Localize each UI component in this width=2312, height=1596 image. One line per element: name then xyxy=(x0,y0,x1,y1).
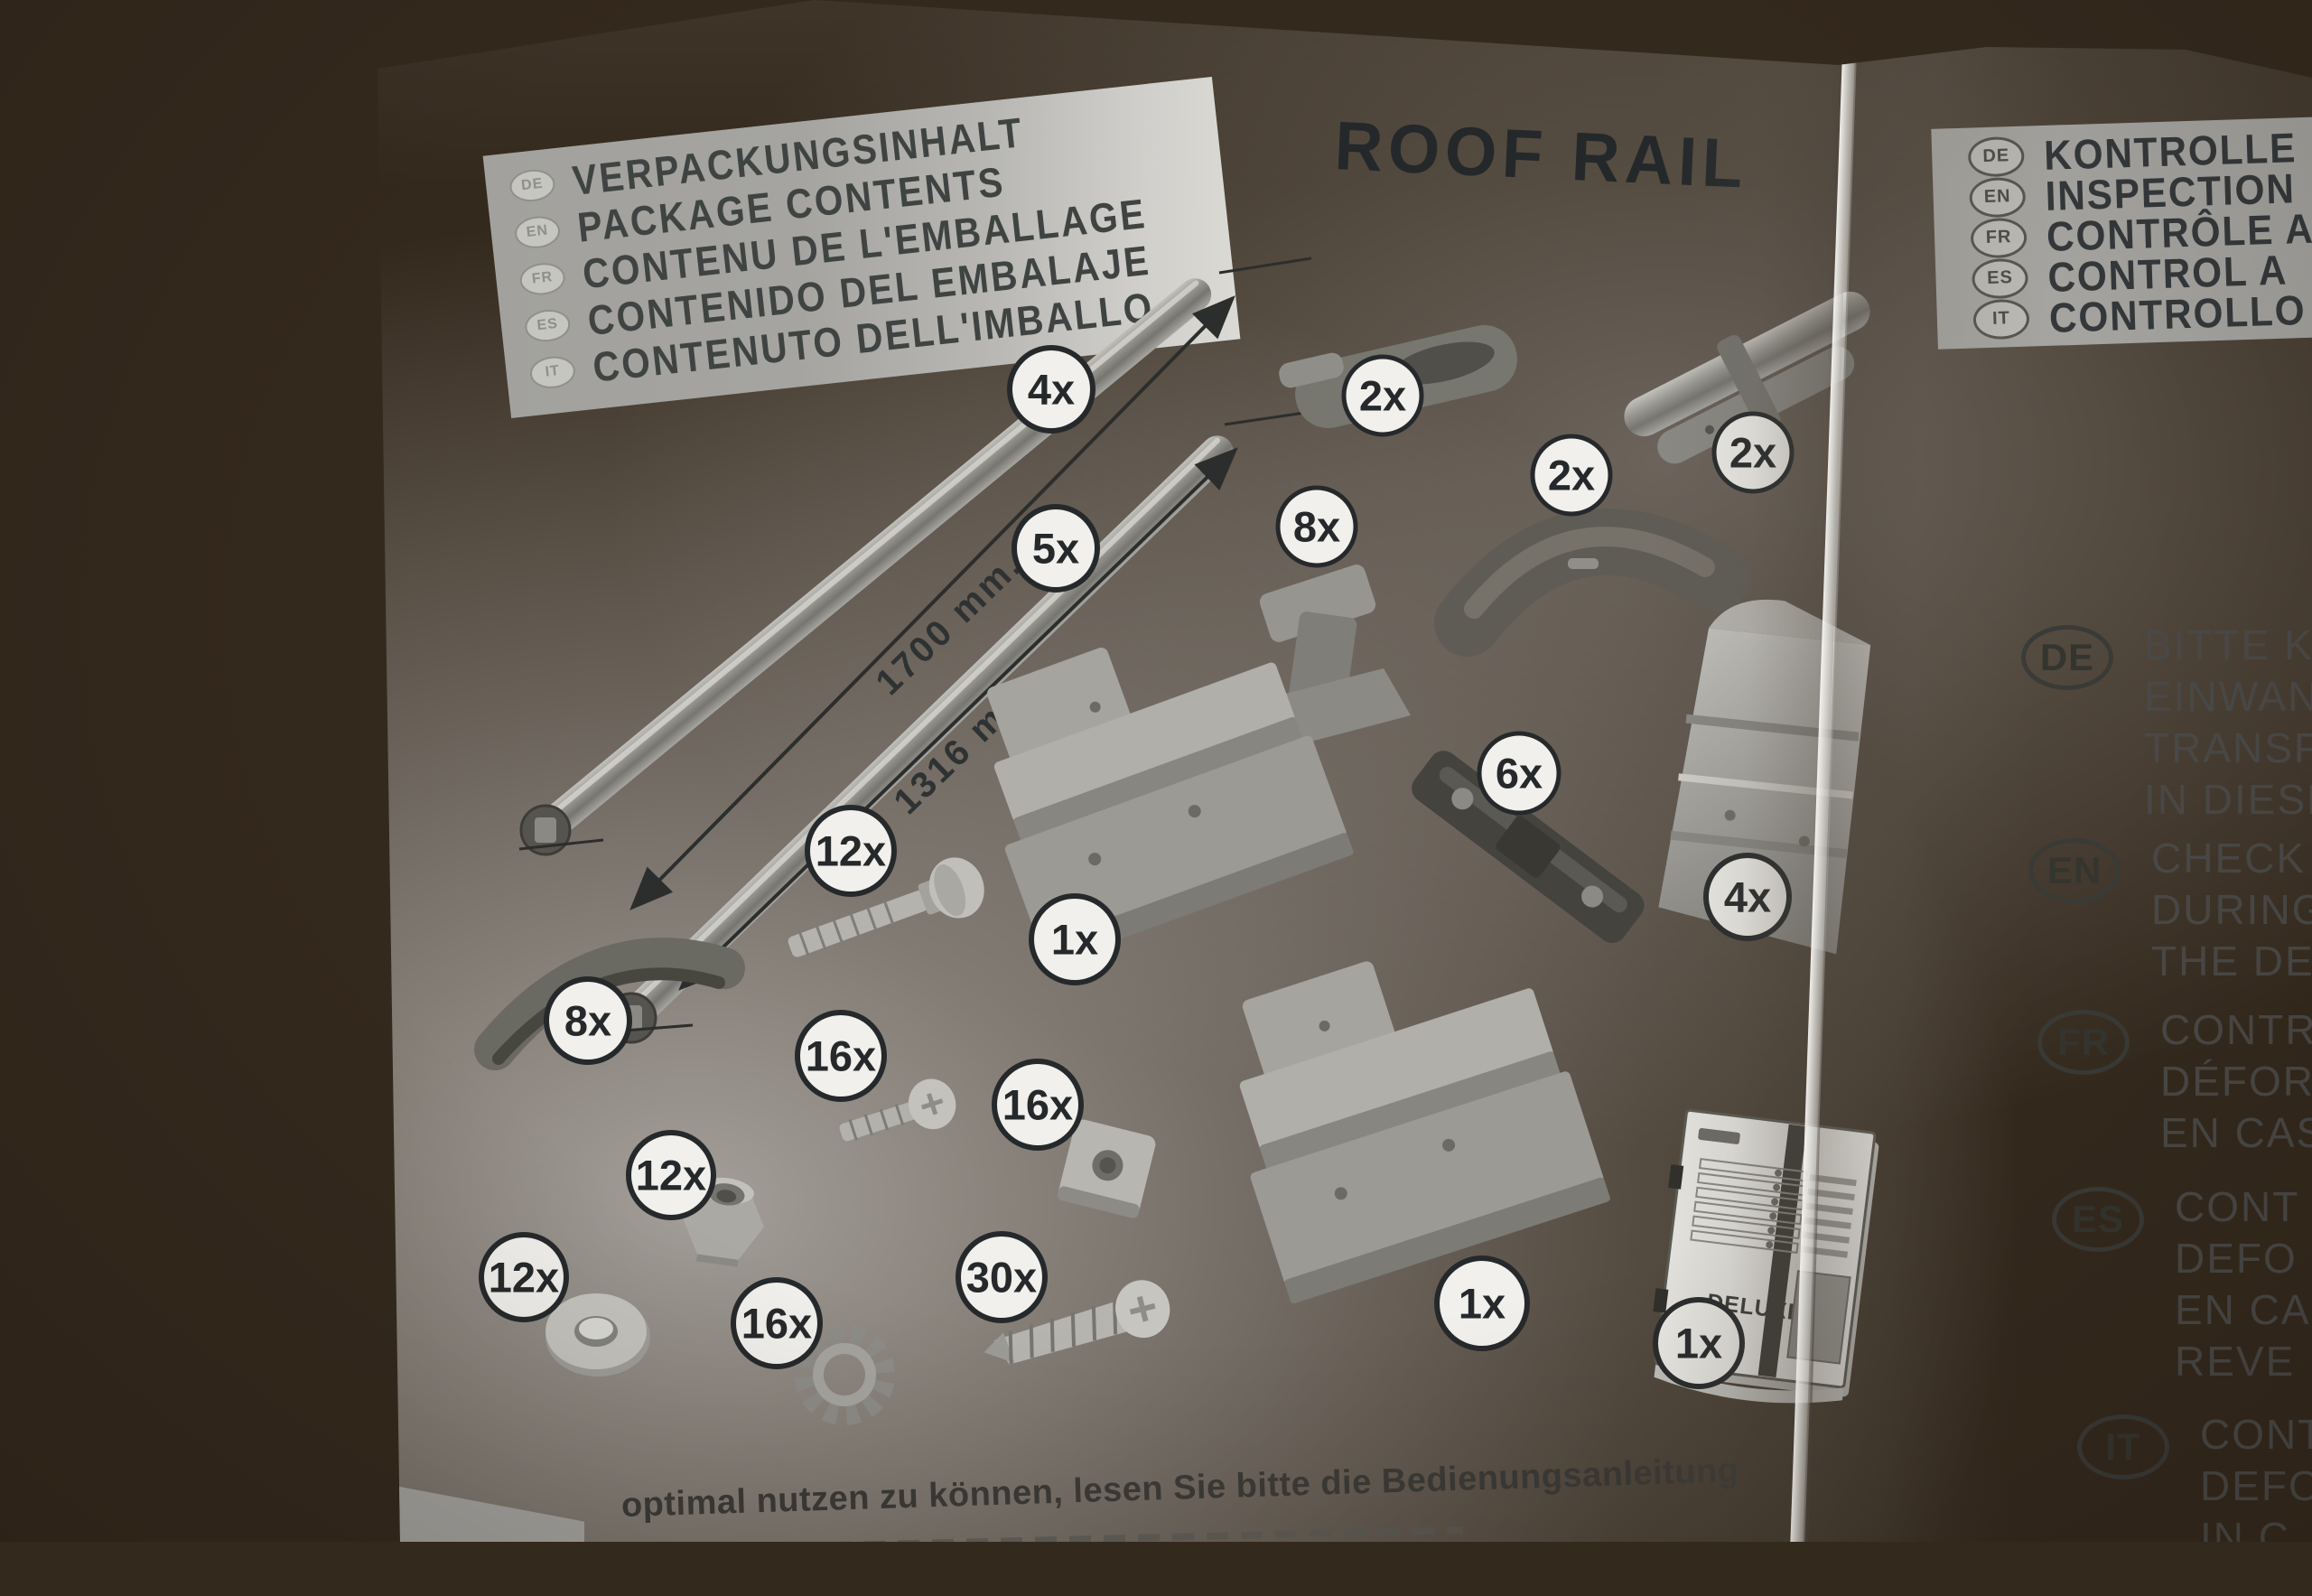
lang-badge-it-icon: IT xyxy=(2077,1414,2169,1479)
paragraph-text-line: IN C xyxy=(2200,1514,2290,1561)
lang-badge-fr-icon: FR xyxy=(2037,1010,2130,1075)
paragraph-text-line: CONT xyxy=(2200,1411,2312,1458)
svg-text:16x: 16x xyxy=(806,1032,876,1080)
svg-text:4x: 4x xyxy=(1028,366,1075,414)
paragraph-fr: FR CONTR DÉFOR EN CAS xyxy=(2037,1004,2312,1159)
lang-badge-en-icon: EN xyxy=(2028,838,2121,903)
part-bracket-a xyxy=(986,648,1354,966)
qty-badge-end-cap: 2x xyxy=(1341,354,1424,437)
paragraph-text-line: BITTE KO xyxy=(2144,621,2312,668)
svg-text:1x: 1x xyxy=(1459,1280,1506,1328)
paragraph-text-line: DURING xyxy=(2151,886,2312,933)
svg-text:12x: 12x xyxy=(816,827,886,875)
svg-text:16x: 16x xyxy=(741,1300,812,1348)
paragraph-en: EN CHECK T DURING THE DE xyxy=(2028,833,2312,987)
svg-text:8x: 8x xyxy=(564,997,611,1045)
svg-text:6x: 6x xyxy=(1496,750,1543,798)
svg-text:16x: 16x xyxy=(1002,1081,1073,1129)
part-bracket-b xyxy=(1239,961,1610,1304)
paragraph-text-line: TRANSP xyxy=(2144,724,2312,771)
manual-spread-paper: DE VERPACKUNGSINHALT EN PACKAGE CONTENTS… xyxy=(378,0,2312,1542)
paragraph-text-line: EN CAS xyxy=(2160,1109,2312,1156)
part-self-drilling-screw xyxy=(984,1280,1170,1365)
qty-badge-rail-1700: 4x xyxy=(1007,345,1095,434)
part-tooth-lock-washer xyxy=(794,1324,895,1425)
qty-badge-tooth-lock-washer: 16x xyxy=(731,1277,823,1369)
qty-badge-pan-head-screw: 16x xyxy=(795,1010,887,1102)
svg-text:5x: 5x xyxy=(1032,525,1079,573)
svg-text:12x: 12x xyxy=(636,1152,706,1199)
qty-badge-lock-nut: 12x xyxy=(626,1130,716,1220)
svg-text:8x: 8x xyxy=(1293,503,1340,551)
svg-text:2x: 2x xyxy=(1359,372,1406,420)
part-mounting-foot xyxy=(1259,565,1411,744)
paragraph-text-line: CONT xyxy=(2175,1183,2300,1230)
part-rubber-pad xyxy=(1412,751,1645,944)
paragraph-text-line: DÉFOR xyxy=(2160,1058,2312,1105)
qty-badge-rubber-pad: 6x xyxy=(1477,731,1562,816)
svg-text:12x: 12x xyxy=(489,1254,559,1302)
lang-badge-es-icon: ES xyxy=(2052,1187,2144,1252)
svg-text:30x: 30x xyxy=(966,1254,1037,1302)
qty-badge-self-drilling-screw: 30x xyxy=(956,1231,1048,1323)
qty-badge-bracket-b: 1x xyxy=(1434,1255,1530,1351)
qty-badge-rail-1316: 5x xyxy=(1012,504,1100,593)
qty-badge-carriage-bolt: 12x xyxy=(805,805,897,897)
qty-badge-flat-washer: 12x xyxy=(479,1232,569,1322)
paragraph-text-line: REVE xyxy=(2175,1338,2296,1385)
part-pan-head-screw xyxy=(839,1078,956,1142)
qty-badge-curved-strip: 8x xyxy=(544,976,632,1065)
header-label: CONTROLLO xyxy=(2048,285,2307,341)
lang-badge-de-icon: DE xyxy=(2021,625,2113,690)
qty-badge-bracket-a: 1x xyxy=(1029,893,1121,985)
part-square-nut xyxy=(1057,1119,1156,1218)
paragraph-es: ES CONT DEFO EN CA REVE xyxy=(2052,1181,2311,1387)
paragraph-it: IT CONT DEFO IN C xyxy=(2077,1409,2312,1561)
paragraph-text-line: EN CA xyxy=(2175,1286,2311,1333)
paragraph-text-line: EINWAND xyxy=(2144,673,2312,720)
qty-badge-mounting-foot: 8x xyxy=(1275,485,1358,568)
svg-text:1x: 1x xyxy=(1051,916,1098,964)
part-carriage-bolt xyxy=(788,857,984,957)
paragraph-text-line: CONTR xyxy=(2160,1006,2312,1053)
svg-text:2x: 2x xyxy=(1548,452,1595,499)
paragraph-text-line: THE DE xyxy=(2151,938,2312,985)
paragraph-text-line: DEFO xyxy=(2175,1235,2298,1282)
qty-badge-corner-elbow: 2x xyxy=(1530,434,1613,517)
paragraph-text-line: CHECK T xyxy=(2151,835,2312,882)
paragraph-text-line: DEFO xyxy=(2200,1462,2312,1509)
qty-badge-square-nut: 16x xyxy=(992,1059,1084,1151)
part-flat-washer xyxy=(545,1293,650,1377)
